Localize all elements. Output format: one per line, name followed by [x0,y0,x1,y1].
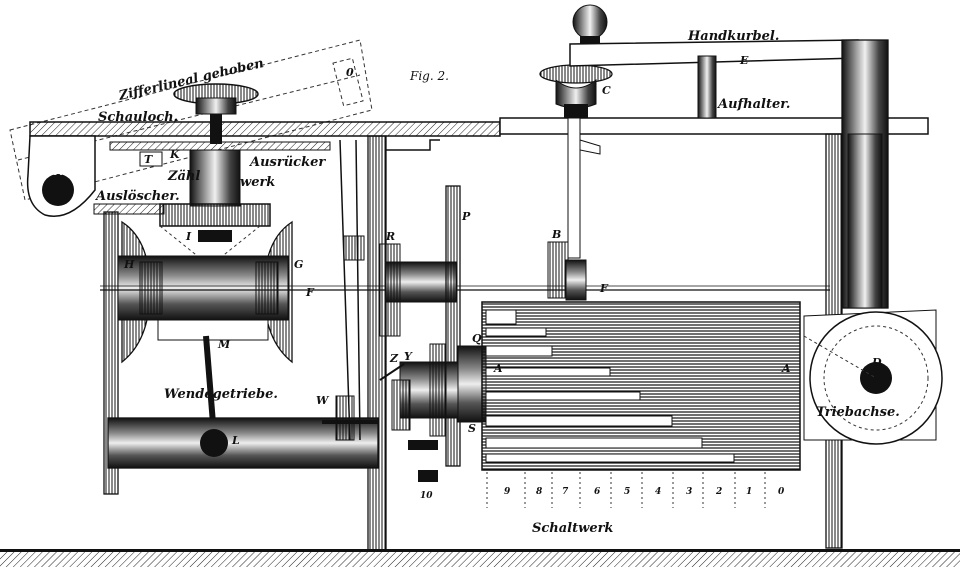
scale-digit: 0 [778,487,785,497]
scale-digit: 1 [746,487,752,497]
scale-digit: 7 [562,487,569,497]
letter-e: E [739,54,749,67]
setting-rod [567,117,581,259]
scale-ticks [486,472,766,508]
label-ausruecker: Ausrücker [248,155,326,170]
scale-digit: 9 [504,487,511,497]
counter-hub [189,149,241,207]
letter-s: S [468,422,476,435]
scale-digit: 2 [715,487,722,497]
letter-p: P [461,210,471,223]
label-schauloch: Schauloch. [98,110,178,125]
letter-n: N [53,165,65,178]
letter-d: D [871,356,882,369]
pivot-n [42,174,74,206]
label-zaehl: Zähl [167,169,200,184]
letter-a-right: A [781,362,791,375]
aufhalter-post [697,55,717,119]
label-triebachse: Triebachse. [816,405,900,420]
big-gear-p [445,185,461,467]
label-ausloescher: Auslöscher. [94,189,180,204]
label-aufhalter: Aufhalter. [716,97,790,112]
knob-c [539,64,613,118]
figure-label: Fig. 2. [409,69,449,83]
letter-f-right: F [599,282,609,295]
label-ten: 10 [420,491,433,501]
middle-frame-post [367,135,387,551]
lower-drive-cylinder [107,417,379,469]
scale-digit: 5 [624,487,630,497]
letter-z: Z [389,352,399,365]
letter-b: B [551,228,561,241]
ground-strip [0,549,960,567]
lever-knob-l [200,429,228,457]
label-werk: werk [240,175,275,190]
letter-t: T [144,153,153,166]
counter-wheel [159,203,271,227]
scale-digit: 8 [536,487,543,497]
letter-c: C [602,84,611,97]
crank-handle-ball [572,4,608,40]
gear-b [547,241,569,299]
scale-digit: 6 [594,487,601,497]
counter-knob [173,83,259,144]
letter-f-left: F [305,286,315,299]
letter-l: L [231,434,240,447]
letter-w: W [316,394,330,407]
label-wendegetriebe: Wendegetriebe. [164,387,278,402]
letter-o: 0 [346,66,354,79]
letter-a-left: A [493,362,503,375]
counter-bar [109,141,331,151]
scale-digit: 4 [655,487,661,497]
label-handkurbel: Handkurbel. [687,29,779,44]
scale-digit: 3 [686,487,692,497]
letter-y: Y [404,350,413,363]
eraser-plate [93,203,165,215]
letter-g: G [294,258,303,271]
letter-r: R [385,230,395,243]
letter-k: K [169,148,180,161]
gear-r [379,243,401,337]
letter-q: Q [472,332,482,345]
clutch-stack [379,343,487,482]
stepped-drum [481,301,801,471]
letter-m: M [217,338,231,351]
crank-w [335,395,355,441]
letter-i: I [185,230,192,243]
letter-h: H [123,258,135,271]
label-schaltwerk: Schaltwerk [532,521,613,536]
